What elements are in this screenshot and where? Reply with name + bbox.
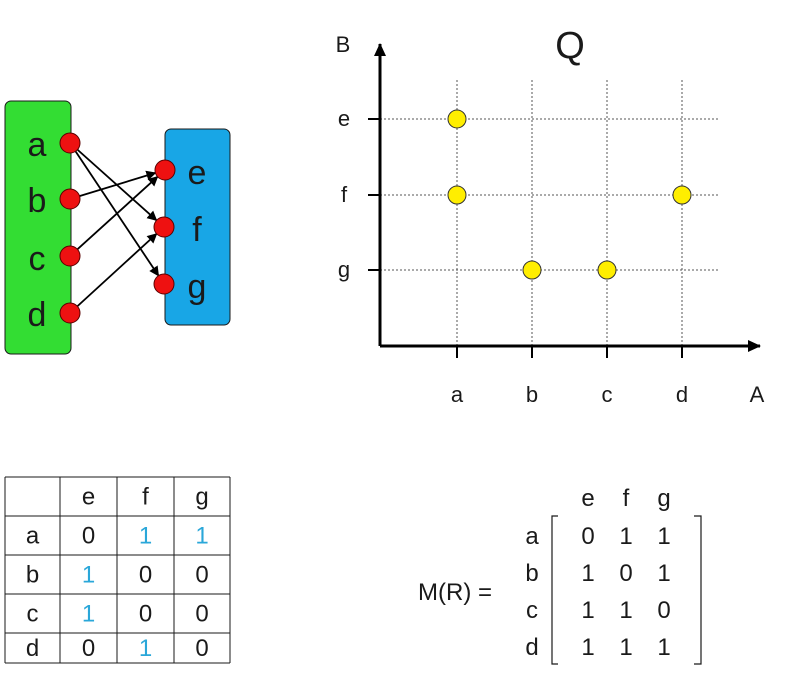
matrix-cell: 1 [619, 634, 632, 661]
matrix-cell: 1 [657, 560, 670, 587]
y-tick-label-f: f [341, 182, 348, 207]
matrix-cell: 1 [581, 560, 594, 587]
matrix-col-label: g [657, 485, 670, 512]
table-cell: 0 [139, 601, 152, 628]
x-tick-label-c: c [602, 382, 613, 407]
table-cell: 1 [82, 601, 95, 628]
matrix-cell: 0 [657, 597, 670, 624]
table-header-cell: e [82, 484, 95, 511]
table-header-cell: f [142, 484, 149, 511]
matrix-cell: 0 [619, 560, 632, 587]
set-b-label-f: f [192, 211, 202, 249]
matrix-cell: 1 [581, 597, 594, 624]
node-b [59, 188, 81, 210]
table-cell: 0 [82, 635, 95, 662]
point-b-g [522, 260, 542, 280]
plot-title: Q [555, 25, 585, 67]
relation-table: e f g a 0 1 1 b 1 0 0 c 1 0 0 d 0 1 0 [4, 476, 231, 664]
plot-ticks: a b c d e f g [338, 106, 688, 407]
set-b-label-e: e [188, 154, 207, 192]
arrow-a-f [69, 142, 158, 222]
set-a-label-d: d [28, 296, 47, 334]
arrow-lines [69, 142, 160, 314]
table-cell: c [27, 601, 39, 628]
point-d-f [672, 185, 692, 205]
set-b-label-g: g [188, 268, 207, 306]
matrix-right-bracket [694, 515, 702, 665]
table-cell: b [26, 562, 39, 589]
table-cell: d [26, 635, 39, 662]
arrow-diagram: a b c d e f g [4, 100, 231, 355]
table-cell: 0 [195, 601, 208, 628]
matrix-row-label: b [525, 560, 538, 587]
table-cell: 0 [139, 562, 152, 589]
table-cell: 1 [139, 635, 152, 662]
table-cell: 0 [195, 562, 208, 589]
y-tick-label-g: g [338, 257, 350, 282]
matrix-cell: 1 [619, 597, 632, 624]
node-c [59, 245, 81, 267]
node-g [153, 273, 175, 295]
table-header-cell: g [195, 484, 208, 511]
matrix-cell: 1 [657, 523, 670, 550]
set-a-label-b: b [28, 182, 47, 220]
point-c-g [597, 260, 617, 280]
table-cell: 1 [139, 523, 152, 550]
x-axis-label: A [750, 382, 765, 407]
arrow-nodes [59, 132, 176, 324]
plot-points [447, 109, 692, 280]
matrix-row-label: d [525, 634, 538, 661]
table-cell: 0 [82, 523, 95, 550]
x-tick-label-a: a [451, 382, 464, 407]
matrix-left-bracket [551, 515, 558, 665]
matrix-label: M(R) = [418, 579, 492, 606]
table-cell: 1 [195, 523, 208, 550]
point-a-f [447, 185, 467, 205]
matrix-row-label: c [526, 597, 538, 624]
matrix-col-label: e [581, 485, 594, 512]
table-cell: 0 [195, 635, 208, 662]
x-tick-label-b: b [526, 382, 538, 407]
matrix-row-label: a [525, 523, 539, 550]
matrix-cell: 1 [657, 634, 670, 661]
matrix-cell: 0 [581, 523, 594, 550]
node-f [153, 216, 175, 238]
matrix-cell: 1 [619, 523, 632, 550]
set-a-box [4, 100, 72, 355]
node-a [59, 132, 81, 154]
table-cell: a [26, 523, 40, 550]
node-e [154, 159, 176, 181]
arrow-c-e [69, 176, 159, 257]
matrix-cell: 1 [581, 634, 594, 661]
arrow-d-f [69, 233, 158, 314]
matrix-col-label: f [623, 485, 630, 512]
node-d [59, 302, 81, 324]
set-a-label-c: c [29, 240, 46, 278]
arrow-a-g [69, 142, 160, 277]
point-a-e [447, 109, 467, 129]
y-tick-label-e: e [338, 106, 350, 131]
table-cell: 1 [82, 562, 95, 589]
plot-grid [380, 80, 718, 346]
set-a-label-a: a [28, 126, 47, 164]
arrow-b-e [69, 170, 157, 200]
relation-plot: Q B A a b c d e f g [336, 25, 765, 407]
y-axis-label: B [336, 32, 351, 57]
x-tick-label-d: d [676, 382, 688, 407]
